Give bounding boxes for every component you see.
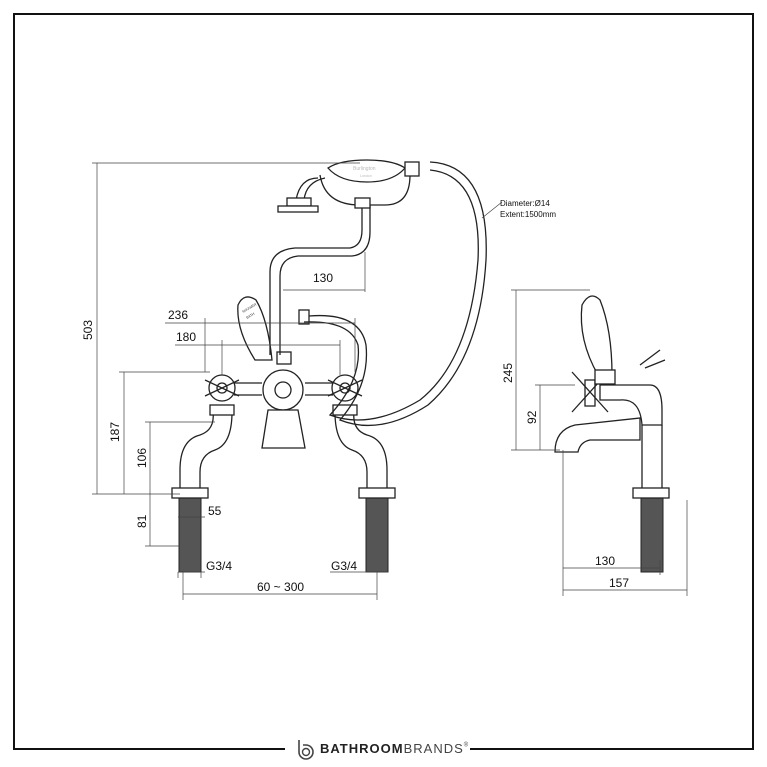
left-leg [179, 411, 233, 488]
dim-spout-height: 92 [525, 410, 539, 424]
right-leg [334, 411, 388, 488]
dim-height-to-spout: 106 [135, 448, 149, 468]
front-view: SHOWER BATH Burlington London Diameter:Ø… [171, 159, 556, 573]
handset-riser [269, 205, 371, 355]
spout [261, 409, 306, 449]
dim-total-depth: 157 [609, 576, 629, 590]
dim-width-outer: 236 [168, 308, 188, 322]
shower-hose [303, 161, 487, 427]
lever-label-bath: BATH [246, 312, 256, 320]
dim-total-height: 503 [81, 320, 95, 340]
dim-shank-length: 81 [135, 514, 149, 528]
logo-text-bold: BATHROOM [320, 741, 404, 756]
lever-label-shower: SHOWER [242, 302, 258, 314]
dim-lever-height: 245 [501, 363, 515, 383]
dim-width-inner: 180 [176, 330, 196, 344]
dim-shank-diameter: 55 [208, 504, 222, 518]
dim-thread-left: G3/4 [206, 559, 232, 573]
handset-sub: London [360, 174, 372, 178]
right-shank [365, 496, 389, 573]
side-dimensions: 245 92 130 157 [501, 289, 688, 596]
front-dimensions: 503 187 106 81 55 236 180 130 G3/4 G3/4 … [81, 162, 388, 600]
logo-text-light: BRANDS [403, 741, 464, 756]
diverter-lever: SHOWER BATH [237, 296, 273, 361]
handset: Burlington London [277, 159, 420, 213]
dim-centres: 60 ~ 300 [257, 580, 304, 594]
right-crosshead [327, 374, 363, 402]
dim-spout-projection: 130 [595, 554, 615, 568]
side-spout [554, 417, 641, 453]
handset-brand: Burlington [353, 166, 376, 172]
hose-extent-note: Extent:1500mm [500, 210, 556, 219]
dim-height-to-head: 187 [108, 422, 122, 442]
hose-diameter-note: Diameter:Ø14 [500, 199, 550, 208]
side-view [554, 295, 670, 573]
logo-b-icon [298, 740, 314, 760]
bathroombrands-logo: BATHROOMBRANDS® [296, 737, 468, 761]
dim-handset-offset: 130 [313, 271, 333, 285]
dim-thread-right: G3/4 [331, 559, 357, 573]
left-crosshead [204, 374, 240, 402]
frame-border [13, 13, 754, 750]
left-shank [178, 496, 202, 573]
logo-registered-mark: ® [463, 742, 469, 749]
side-lever [580, 295, 613, 376]
